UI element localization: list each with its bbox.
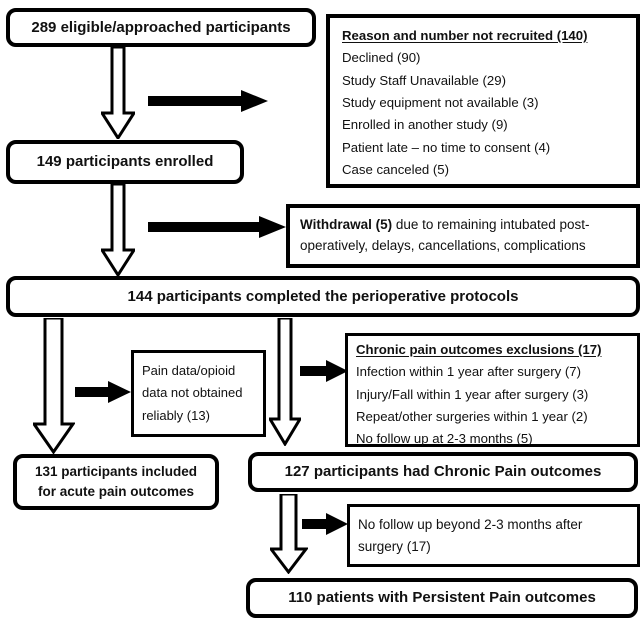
panel-withdrawal-text: Withdrawal (5) due to remaining intubate… bbox=[290, 215, 636, 257]
panel-no-followup: No follow up beyond 2-3 months after sur… bbox=[347, 504, 640, 567]
withdrawal-lead: Withdrawal (5) bbox=[300, 217, 393, 233]
chronic-exclusion-item: Repeat/other surgeries within 1 year (2) bbox=[356, 408, 588, 424]
panel-no-followup-text: No follow up beyond 2-3 months after sur… bbox=[350, 514, 637, 557]
arrow-completed-to-acute bbox=[33, 318, 75, 454]
panel-pain-data-not-obtained: Pain data/opioid data not obtained relia… bbox=[131, 350, 266, 437]
node-chronic-label: 127 participants had Chronic Pain outcom… bbox=[284, 463, 602, 481]
panel-not-recruited: Reason and number not recruited (140) De… bbox=[326, 14, 640, 188]
arrow-completed-to-chronic bbox=[269, 318, 301, 446]
node-persistent-label: 110 patients with Persistent Pain outcom… bbox=[288, 589, 596, 607]
arrow-eligible-to-enrolled bbox=[101, 47, 135, 139]
node-completed-protocols: 144 participants completed the periopera… bbox=[6, 276, 640, 317]
chronic-exclusion-item: Infection within 1 year after surgery (7… bbox=[356, 364, 582, 380]
panel-chronic-exclusions-heading: Chronic pain outcomes exclusions (17) bbox=[356, 342, 602, 357]
arrow-enrolled-to-completed bbox=[101, 184, 135, 276]
panel-not-recruited-heading: Reason and number not recruited (140) bbox=[342, 28, 588, 43]
not-recruited-item: Enrolled in another study (9) bbox=[342, 117, 508, 133]
not-recruited-item: Declined (90) bbox=[342, 50, 421, 66]
node-enrolled-participants: 149 participants enrolled bbox=[6, 140, 244, 184]
node-completed-label: 144 participants completed the periopera… bbox=[127, 287, 519, 305]
arrow-to-chronic-exclusions bbox=[300, 360, 348, 382]
pain-data-line: data not obtained bbox=[142, 385, 243, 401]
not-recruited-item: Study Staff Unavailable (29) bbox=[342, 72, 506, 88]
arrow-to-pain-data bbox=[75, 381, 131, 403]
node-eligible-participants: 289 eligible/approached participants bbox=[6, 8, 316, 47]
arrow-chronic-to-persistent bbox=[270, 494, 308, 574]
chronic-exclusion-item: Injury/Fall within 1 year after surgery … bbox=[356, 386, 589, 402]
arrow-to-no-followup bbox=[302, 513, 348, 535]
no-followup-line: surgery (17) bbox=[358, 538, 431, 554]
not-recruited-item: Patient late – no time to consent (4) bbox=[342, 139, 551, 155]
withdrawal-rest: due to remaining intubated post-operativ… bbox=[300, 217, 590, 253]
node-acute-line: 131 participants included bbox=[34, 464, 198, 480]
node-enrolled-label: 149 participants enrolled bbox=[36, 153, 214, 171]
node-persistent-pain-outcomes: 110 patients with Persistent Pain outcom… bbox=[246, 578, 638, 618]
not-recruited-item: Study equipment not available (3) bbox=[342, 94, 539, 110]
no-followup-line: No follow up beyond 2-3 months after bbox=[358, 516, 583, 532]
node-acute-pain-outcomes: 131 participants included for acute pain… bbox=[13, 454, 219, 510]
node-chronic-pain-outcomes: 127 participants had Chronic Pain outcom… bbox=[248, 452, 638, 492]
arrow-to-not-recruited bbox=[148, 90, 268, 112]
chronic-exclusion-item: No follow up at 2-3 months (5) bbox=[356, 431, 533, 447]
pain-data-line: reliably (13) bbox=[142, 407, 210, 423]
arrow-to-withdrawal bbox=[148, 216, 286, 238]
panel-chronic-exclusions: Chronic pain outcomes exclusions (17) In… bbox=[345, 333, 640, 447]
pain-data-line: Pain data/opioid bbox=[142, 362, 236, 378]
node-acute-label: 131 participants included for acute pain… bbox=[17, 462, 215, 501]
node-eligible-label: 289 eligible/approached participants bbox=[31, 18, 291, 36]
panel-pain-data-text: Pain data/opioid data not obtained relia… bbox=[134, 360, 263, 427]
panel-withdrawal: Withdrawal (5) due to remaining intubate… bbox=[286, 204, 640, 268]
node-acute-line: for acute pain outcomes bbox=[37, 484, 195, 499]
not-recruited-item: Case canceled (5) bbox=[342, 161, 450, 177]
